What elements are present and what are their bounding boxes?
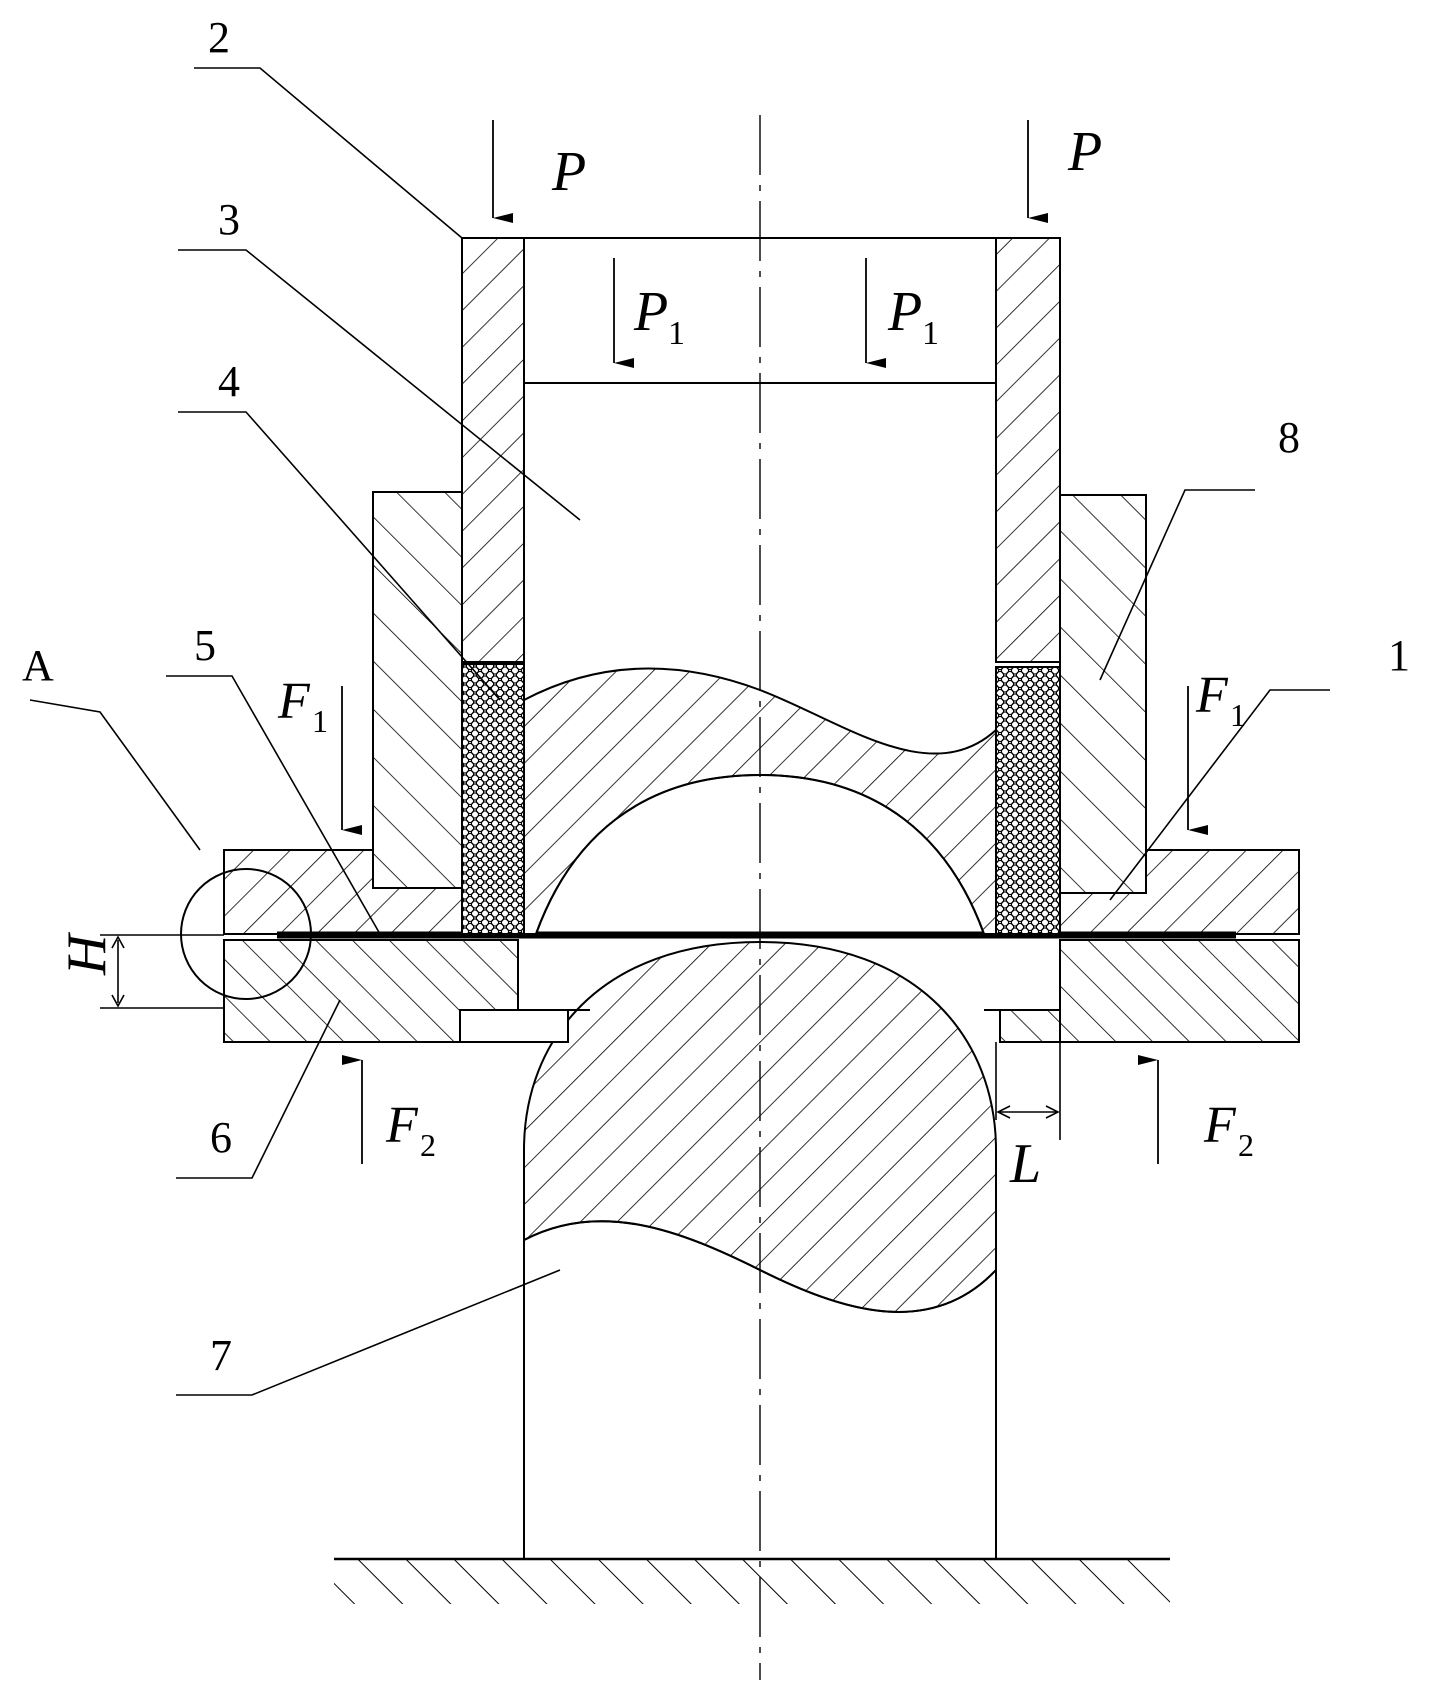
ground-base (334, 1559, 1170, 1604)
svg-text:2: 2 (1238, 1127, 1254, 1163)
svg-text:F: F (385, 1097, 419, 1154)
label-2: 2 (208, 13, 230, 62)
label-6: 6 (210, 1113, 232, 1162)
label-p-right: P (1067, 121, 1102, 183)
svg-text:2: 2 (420, 1127, 436, 1163)
svg-text:P: P (633, 281, 668, 343)
svg-text:1: 1 (312, 703, 328, 739)
label-4: 4 (218, 357, 240, 406)
svg-text:1: 1 (668, 315, 685, 352)
label-f1-left: F 1 (277, 673, 328, 739)
label-p-left: P (551, 141, 586, 203)
label-7: 7 (210, 1331, 232, 1380)
dimension-h (100, 935, 224, 1008)
label-5: 5 (194, 621, 216, 670)
svg-text:P: P (887, 281, 922, 343)
label-f2-right: F 2 (1203, 1097, 1254, 1163)
label-f1-right: F 1 (1195, 667, 1246, 733)
svg-text:F: F (277, 673, 311, 730)
svg-text:1: 1 (922, 315, 939, 352)
label-a: A (22, 641, 54, 690)
label-l: L (1009, 1133, 1041, 1195)
svg-text:F: F (1195, 667, 1229, 724)
svg-text:F: F (1203, 1097, 1237, 1154)
label-f2-left: F 2 (385, 1097, 436, 1163)
dimension-l (996, 1042, 1060, 1140)
label-1: 1 (1388, 631, 1410, 680)
label-p1-left: P 1 (633, 281, 685, 352)
svg-text:1: 1 (1230, 697, 1246, 733)
label-8: 8 (1278, 413, 1300, 462)
label-p1-right: P 1 (887, 281, 939, 352)
label-h: H (56, 932, 118, 976)
label-3: 3 (218, 195, 240, 244)
outer-ring-punch-2 (462, 238, 1060, 662)
